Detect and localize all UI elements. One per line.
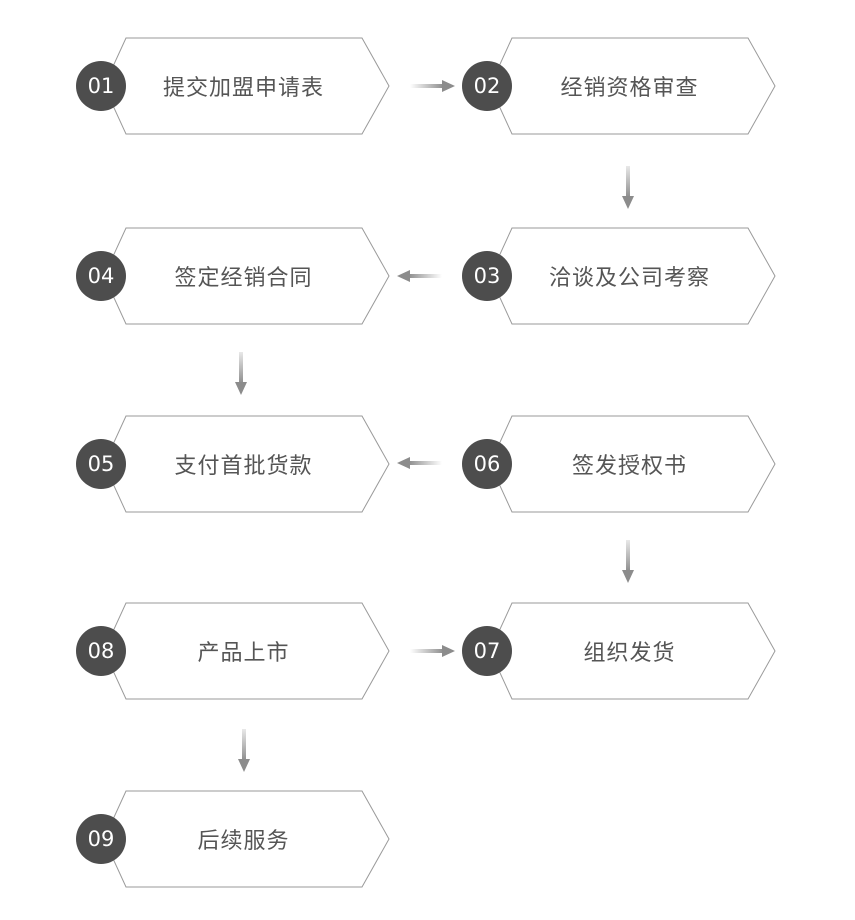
step-label: 洽谈及公司考察 xyxy=(548,266,710,291)
step-label: 签发授权书 xyxy=(571,454,687,479)
step-number-badge: 02 xyxy=(462,61,512,111)
step-label: 组织发货 xyxy=(583,641,676,666)
arrow-left-icon xyxy=(397,457,442,469)
step-07: 组织发货 07 xyxy=(462,602,777,700)
step-number-badge: 09 xyxy=(76,814,126,864)
arrow-left-icon xyxy=(397,270,442,282)
arrow-down-icon xyxy=(622,540,634,583)
step-label: 经销资格审查 xyxy=(560,76,699,101)
step-label: 签定经销合同 xyxy=(174,266,313,291)
step-number-badge: 07 xyxy=(462,626,512,676)
arrow-right-icon xyxy=(410,80,455,92)
step-label: 后续服务 xyxy=(197,829,290,854)
arrow-down-icon xyxy=(238,729,250,772)
step-number-badge: 01 xyxy=(76,61,126,111)
step-number-badge: 04 xyxy=(76,251,126,301)
step-number-badge: 03 xyxy=(462,251,512,301)
step-05: 支付首批货款 05 xyxy=(76,415,391,513)
step-number-badge: 05 xyxy=(76,439,126,489)
step-number-badge: 06 xyxy=(462,439,512,489)
step-number-badge: 08 xyxy=(76,626,126,676)
step-09: 后续服务 09 xyxy=(76,790,391,888)
arrow-down-icon xyxy=(622,166,634,209)
step-label: 产品上市 xyxy=(197,641,290,666)
step-label: 支付首批货款 xyxy=(174,454,313,479)
step-01: 提交加盟申请表 01 xyxy=(76,37,391,135)
arrow-right-icon xyxy=(410,645,455,657)
step-03: 洽谈及公司考察 03 xyxy=(462,227,777,325)
step-label: 提交加盟申请表 xyxy=(162,76,324,101)
step-08: 产品上市 08 xyxy=(76,602,391,700)
step-02: 经销资格审查 02 xyxy=(462,37,777,135)
step-04: 签定经销合同 04 xyxy=(76,227,391,325)
arrow-down-icon xyxy=(235,352,247,395)
step-06: 签发授权书 06 xyxy=(462,415,777,513)
